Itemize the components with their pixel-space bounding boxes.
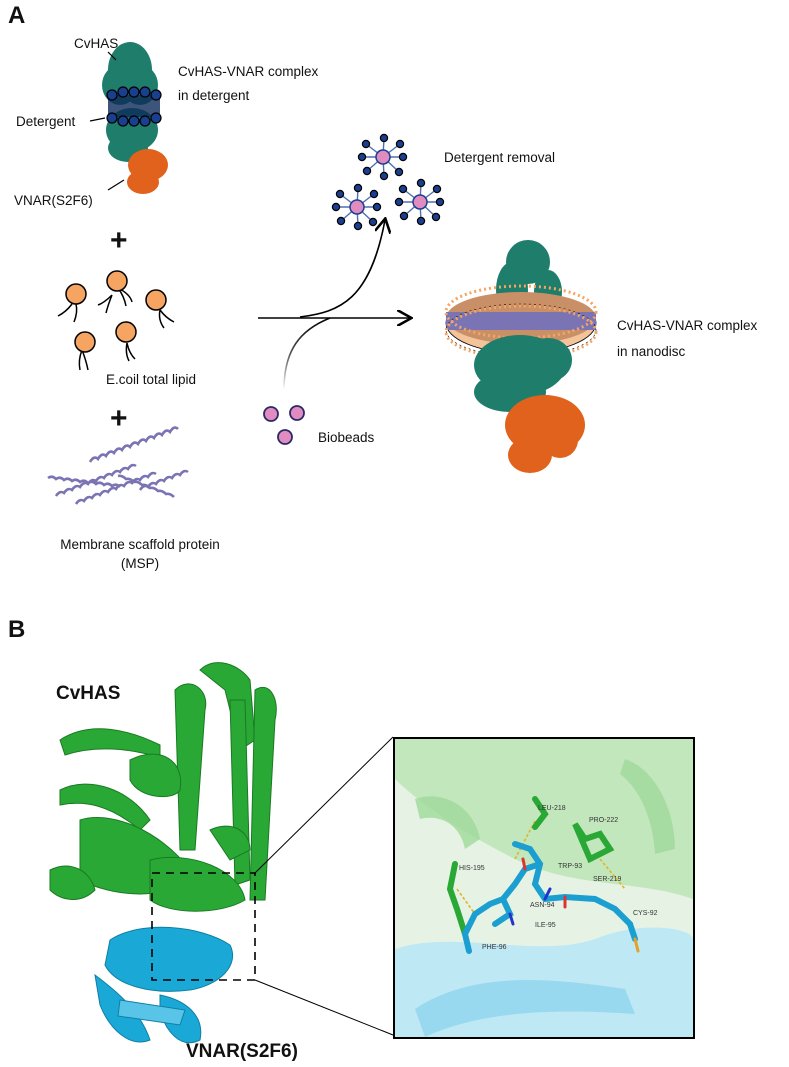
- detergent-removal-label: Detergent removal: [444, 150, 556, 165]
- inset-residues: [395, 739, 693, 1037]
- complex-detergent-line2: in detergent: [178, 88, 250, 103]
- lipid-label: E.coil total lipid: [106, 372, 197, 387]
- complex-detergent-line1: CvHAS-VNAR complex: [178, 64, 319, 79]
- detergent-label: Detergent: [16, 114, 76, 129]
- residue-leu-218: LEU-218: [538, 805, 566, 812]
- panel-a-letter: A: [8, 2, 26, 29]
- cvhas-label-b: CvHAS: [56, 683, 121, 704]
- complex-nanodisc-line2: in nanodisc: [617, 344, 686, 359]
- vnar-label-a: VNAR(S2F6): [14, 193, 93, 208]
- residue-cys-92: CYS-92: [633, 910, 658, 917]
- residue-ser-219: SER-219: [593, 876, 622, 883]
- residue-trp-93: TRP-93: [558, 863, 583, 870]
- plus-icon-2: +: [110, 402, 128, 435]
- residue-his-195: HIS-195: [459, 865, 485, 872]
- complex-nanodisc-line1: CvHAS-VNAR complex: [617, 318, 758, 333]
- vnar-label-b: VNAR(S2F6): [186, 1041, 298, 1062]
- msp-label-line2: (MSP): [120, 556, 160, 571]
- residue-pro-222: PRO-222: [589, 817, 619, 824]
- panel-b-letter: B: [8, 616, 26, 643]
- residue-phe-96: PHE-96: [482, 944, 507, 951]
- msp-label-line1: Membrane scaffold protein: [60, 537, 220, 552]
- zoom-inset: LEU-218 PRO-222 HIS-195 TRP-93 SER-219 A…: [393, 737, 695, 1039]
- residue-ile-95: ILE-95: [535, 922, 556, 929]
- cvhas-label-a: CvHAS: [74, 36, 119, 51]
- biobeads-label: Biobeads: [318, 430, 375, 445]
- residue-asn-94: ASN-94: [530, 902, 555, 909]
- plus-icon-1: +: [110, 224, 128, 257]
